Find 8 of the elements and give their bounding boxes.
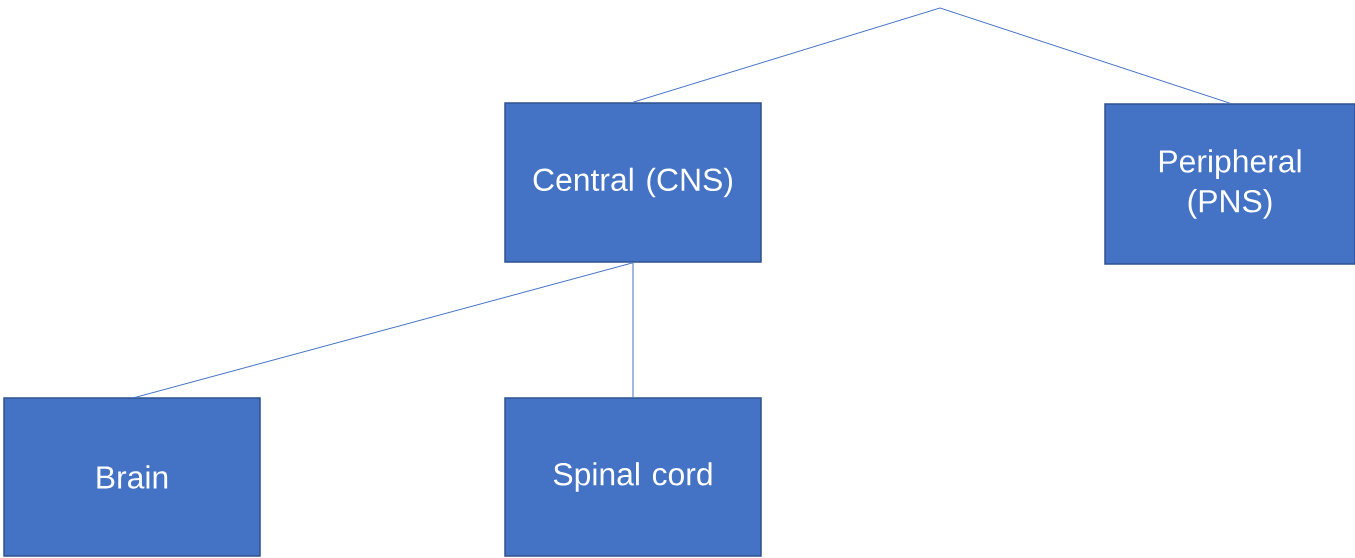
connector-line [632,7,941,103]
category-box: Peripheral (PNS) [1104,103,1355,265]
category-box: Central (CNS) [504,102,762,263]
category-box: Spinal cord [504,397,762,557]
connector-line [632,262,634,398]
connector-line [939,7,1231,104]
category-box: Brain [3,397,261,557]
connector-line [132,262,634,399]
